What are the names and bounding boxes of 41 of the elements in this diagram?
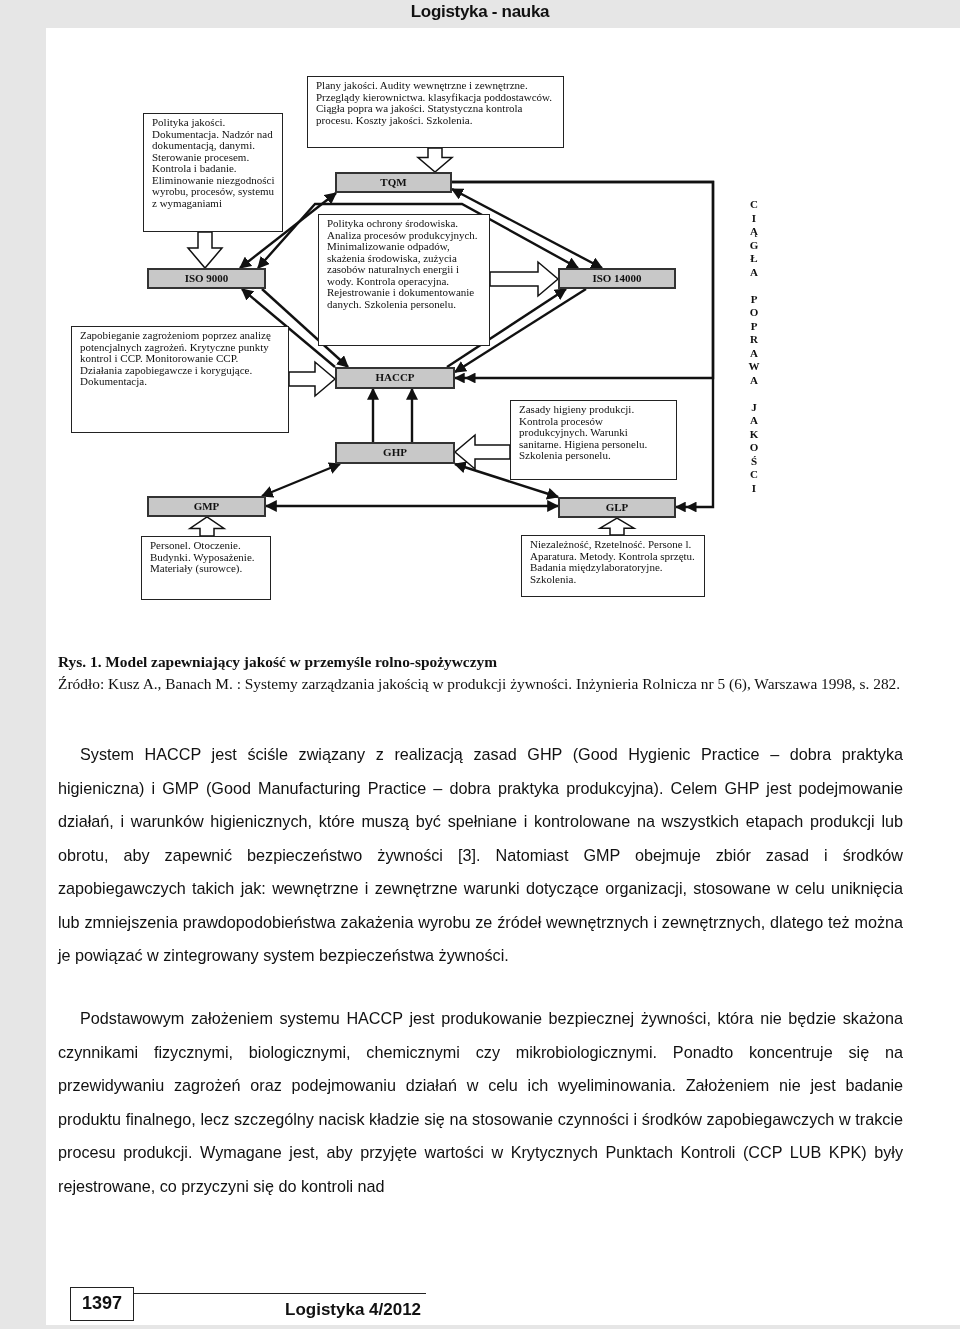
arrow [446, 288, 567, 368]
arrow [241, 288, 336, 368]
system-box: GHP [335, 442, 455, 464]
block-arrow [288, 360, 337, 398]
vertical-label: CIĄGŁA POPRAWA JAKOŚCI [747, 198, 761, 495]
note-box: Polityka ochrony środowiska. Analiza procesów produkcyjnych. Minimalizowanie odpadów, skażenia środowiska, zużycia zasobów naturalnych energii i wody. Kontrola operacyjna. Rejestrowanie i dokumentowanie danych. Szkolenia personelu. [318, 214, 490, 346]
double-arrow [264, 500, 560, 512]
note-box: Polityka jakości. Dokumentacja. Nadzór nad dokumentacją, danymi. Sterowanie procesem. Kontrola i badanie. Eliminowanie niezgodności wyrobu, procesów, systemu z wymaganiami [143, 113, 283, 232]
figure-caption: Rys. 1. Model zapewniający jakość w przemyśle rolno-spożywczym [58, 652, 498, 672]
arrow [261, 288, 349, 368]
arrow [406, 387, 418, 442]
block-arrow [186, 231, 224, 270]
system-box: TQM [335, 172, 452, 193]
block-arrow [597, 517, 637, 536]
arrow [367, 387, 379, 442]
journal-footer: Logistyka 4/2012 [285, 1298, 422, 1322]
body-paragraph: System HACCP jest ściśle związany z realizacją zasad GHP (Good Hygienic Practice – dobra praktyka higieniczna) i GMP (Good Manufacturing Practice – dobra praktyka produkcyjna). Celem GHP jest podejmowanie działań, i warunków higienicznych, które muszą być spełniane i kontrolowane na wszystkich etapach produkcji lub obrotu, aby zapewnić bezpieczeństwo żywności [3]. Natomiast GMP obejmuje zbiór zasad i środków zapobiegawczych takich jak: wewnętrzne i zewnętrzne warunki dotyczące organizacji, stosowane w celu uniknięcia lub zmniejszenia prawdopodobieństwa zakażenia wyrobu ze źródeł wewnętrznych i zewnętrznych, dlatego też można je powiązać w zintegrowany system bezpieczeństwa żywności. [58, 744, 903, 966]
note-box: Personel. Otoczenie. Budynki. Wyposażenie. Materiały (surowce). [141, 536, 271, 600]
note-box: Plany jakości. Audity wewnętrzne i zewnętrzne. Przeglądy kierownictwa. klasyfikacja poddostawców. Ciągła popra wa jakości. Statystyczna kontrola procesu. Koszty jakości. Szkolenia. [307, 76, 564, 148]
system-box: HACCP [335, 367, 455, 389]
page-number: 1397 [70, 1287, 134, 1321]
system-box: GMP [147, 496, 266, 517]
double-arrow [257, 202, 580, 270]
source-note: Źródło: Kusz A., Banach M. : Systemy zarządzania jakością w produkcji żywności. Inżynieria Rolnicza nr 5 (6), Warszawa 1998, s. 282. [58, 674, 902, 694]
note-box: Niezależność, Rzetelność. Persone l. Aparatura. Metody. Kontrola sprzętu. Badania międzylaboratoryjne. Szkolenia. [521, 535, 705, 597]
block-arrow [489, 260, 560, 298]
block-arrow [453, 433, 511, 471]
system-box: ISO 14000 [558, 268, 676, 289]
block-arrow [415, 147, 455, 173]
system-box: ISO 9000 [147, 268, 266, 289]
system-box: GLP [558, 497, 676, 518]
block-arrow [187, 516, 227, 537]
arrow [454, 288, 587, 373]
body-paragraph: Podstawowym założeniem systemu HACCP jest produkowanie bezpiecznej żywności, która nie będzie skażona czynnikami fizycznymi, biologicznymi, chemicznymi czy mikrobiologicznymi. Ponadto koncentruje się na przewidywaniu zagrożeń oraz podejmowaniu działań w celu ich wyeliminowania. Założeniem nie jest badanie produktu finalnego, lecz szczególny nacisk kładzie się na stosowanie czynności i środków zapobiegawczych w trakcie procesu produkcji. Wymagane jest, aby przyjęte wartości w Krytycznych Punktach Kontroli (CCP LUB KPK) były rejestrowane, co przyczyni się do kontroli nad [58, 1008, 903, 1197]
double-arrow [450, 187, 604, 270]
header-title: Logistyka - nauka [409, 1, 551, 23]
note-box: Zapobieganie zagrożeniom poprzez analizę potencjalnych zagrożeń. Krytyczne punkty kontrol i CCP. Monitorowanie CCP. Działania zapobiegawcze i korygujące. Dokumentacja. [71, 326, 289, 433]
note-box: Zasady higieny produkcji. Kontrola procesów produkcyjnych. Warunki sanitarne. Higiena personelu. Szkolenia personelu. [510, 400, 677, 480]
double-arrow [239, 192, 337, 269]
double-arrow [453, 461, 560, 500]
double-arrow [260, 462, 342, 498]
